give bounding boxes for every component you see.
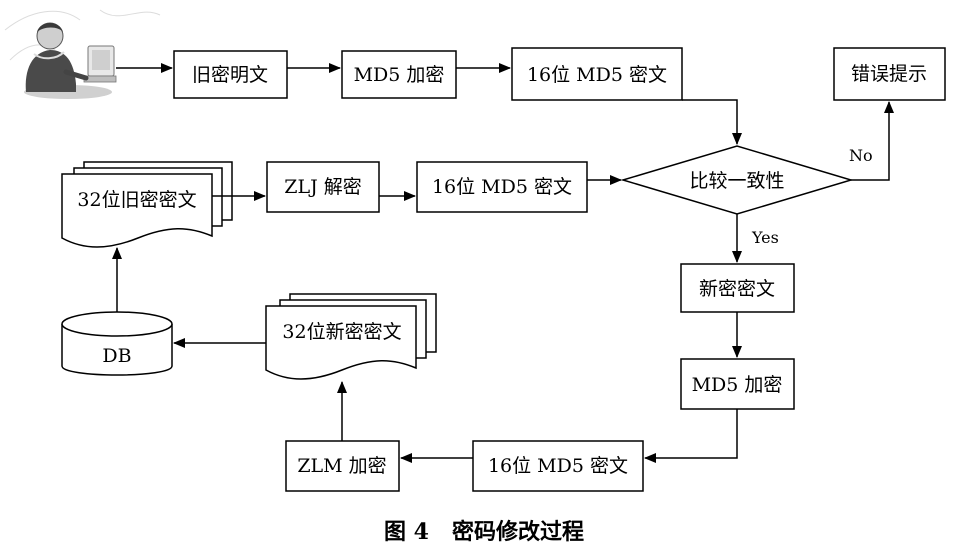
node-md5-16-2-label: 16位 MD5 密文 — [432, 176, 572, 198]
node-md5-16-1-label: 16位 MD5 密文 — [527, 64, 667, 86]
edge-md5-16-1-to-compare — [682, 99, 742, 145]
background-sketch — [4, 9, 161, 61]
edge-no-label: No — [849, 146, 873, 165]
node-zlj-decrypt-label: ZLJ 解密 — [284, 176, 361, 198]
node-md5-16-3: 16位 MD5 密文 — [472, 440, 644, 492]
user-at-computer-icon — [24, 22, 117, 99]
node-new-cipher-label: 新密密文 — [699, 278, 775, 300]
node-compare-label: 比较一致性 — [689, 170, 784, 192]
node-md5-encrypt-2-label: MD5 加密 — [692, 374, 783, 396]
node-md5-encrypt-1: MD5 加密 — [341, 50, 457, 99]
node-new-cipher: 新密密文 — [680, 263, 795, 313]
node-new-cipher-32-label: 32位新密密文 — [282, 321, 401, 343]
node-old-plain-label: 旧密明文 — [192, 64, 268, 86]
node-md5-encrypt-1-label: MD5 加密 — [354, 64, 445, 86]
node-db-label: DB — [102, 345, 131, 367]
node-old-cipher-32-label: 32位旧密密文 — [77, 189, 196, 211]
edge-yes-label: Yes — [751, 228, 779, 247]
node-md5-16-3-label: 16位 MD5 密文 — [488, 455, 628, 477]
node-compare: 比较一致性 — [620, 145, 854, 215]
node-zlm-encrypt: ZLM 加密 — [285, 440, 400, 492]
node-old-plain: 旧密明文 — [173, 50, 288, 99]
node-md5-16-1: 16位 MD5 密文 — [511, 47, 683, 101]
node-old-cipher-32: 32位旧密密文 — [61, 161, 233, 248]
node-md5-encrypt-2: MD5 加密 — [680, 358, 795, 410]
node-zlm-encrypt-label: ZLM 加密 — [297, 455, 386, 477]
edges — [112, 63, 894, 463]
node-db: DB — [61, 311, 173, 376]
edge-compare-no-to-error — [851, 101, 894, 181]
edge-md5-2-to-md5-16-3 — [644, 409, 738, 463]
node-zlj-decrypt: ZLJ 解密 — [266, 161, 380, 213]
node-error-tip: 错误提示 — [833, 47, 946, 101]
node-error-tip-label: 错误提示 — [851, 63, 927, 85]
figure-caption: 图 4 密码修改过程 — [384, 519, 584, 545]
node-md5-16-2: 16位 MD5 密文 — [416, 161, 588, 213]
node-new-cipher-32: 32位新密密文 — [265, 293, 437, 380]
